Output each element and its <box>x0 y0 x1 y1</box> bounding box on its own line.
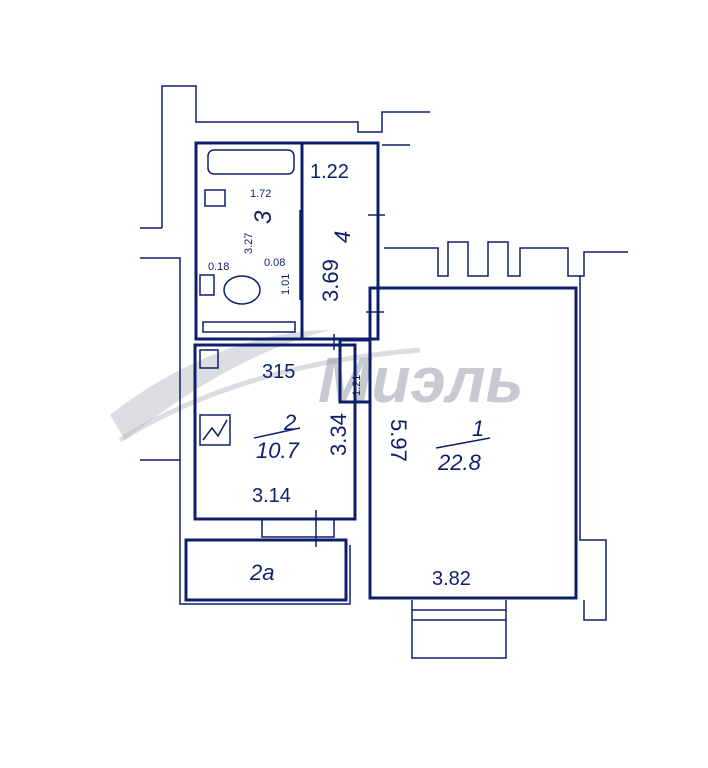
stove-zigzag <box>202 419 228 441</box>
bathroom-fixture-1 <box>204 189 226 207</box>
room-2-kitchen <box>193 343 357 547</box>
r3-d1: 1.72 <box>250 188 271 200</box>
kitchen-window <box>261 518 335 538</box>
r3-d3: 0.08 <box>264 257 285 269</box>
bottom-bay <box>411 600 507 659</box>
watermark: Миэль <box>110 330 524 443</box>
room-1-walls <box>368 286 578 600</box>
r2-width: 3.14 <box>252 485 291 507</box>
stove-icon <box>199 414 231 446</box>
r2-area: 10.7 <box>256 438 300 463</box>
room-2a-balcony <box>184 538 348 602</box>
r2-length: 3.34 <box>326 413 351 456</box>
r2a-label: 2а <box>249 560 274 585</box>
bathtub <box>207 149 295 175</box>
watermark-swoosh-2 <box>118 347 421 443</box>
top-left-outline <box>161 85 430 228</box>
r1-number: 1 <box>472 416 484 441</box>
bathroom-fixture-2 <box>199 274 215 296</box>
room-1 <box>366 286 578 600</box>
watermark-swoosh <box>110 330 330 440</box>
r1-fraction-line <box>435 437 491 449</box>
toilet-icon <box>223 275 261 305</box>
window-bays <box>384 241 628 277</box>
r4-width: 1.22 <box>310 161 349 183</box>
labels: 1.22 4 3.69 1.72 3 3.27 0.08 1.01 0.18 3… <box>208 161 491 590</box>
corridor-gap: 1.21 <box>351 375 363 396</box>
r1-length: 5.97 <box>386 419 411 462</box>
r2-fraction-line <box>253 427 301 439</box>
kitchen-fixture <box>199 349 219 369</box>
bottom-left-outline <box>179 540 351 605</box>
r3-d5: 0.18 <box>208 261 229 273</box>
r4-number: 4 <box>330 231 355 243</box>
context-walls <box>140 85 628 659</box>
r4-length: 3.69 <box>318 259 343 302</box>
r1-width: 3.82 <box>432 568 471 590</box>
balcony-walls <box>184 538 348 602</box>
r3-number: 3 <box>250 210 277 224</box>
r3-d4: 1.01 <box>280 274 292 295</box>
r2-top: 315 <box>262 361 295 383</box>
bath-window <box>202 321 296 333</box>
r2-number: 2 <box>283 410 296 435</box>
right-outline <box>579 276 607 621</box>
left-outline <box>140 257 181 461</box>
watermark-text: Миэль <box>318 344 524 416</box>
r1-area: 22.8 <box>437 450 482 475</box>
r3-d2: 3.27 <box>243 233 255 254</box>
